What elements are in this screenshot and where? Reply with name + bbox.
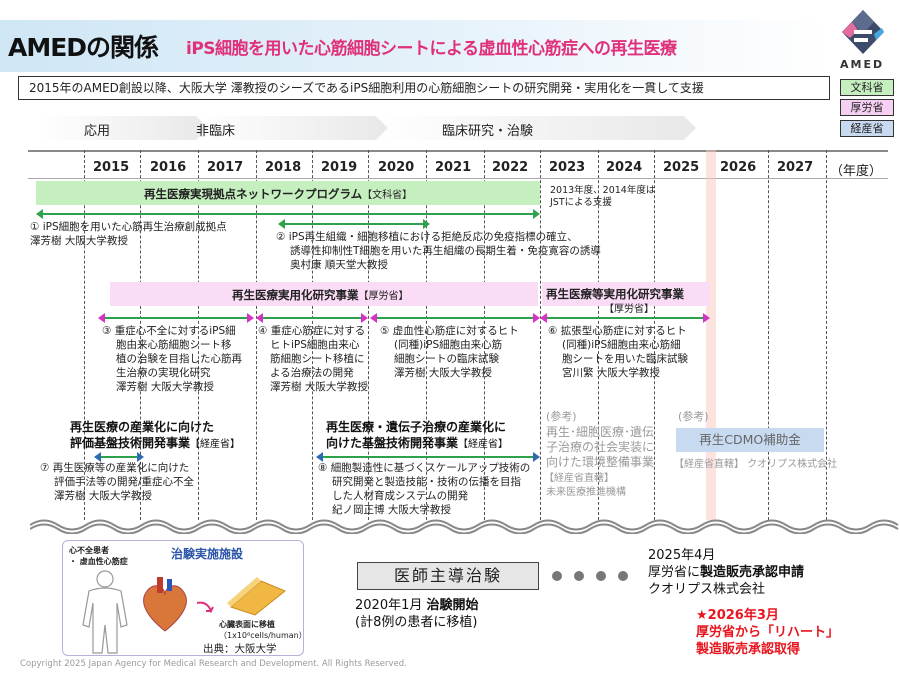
reference1-ministry: 【経産省直轄】 [544, 473, 614, 484]
reference2-footer: 【経産省直轄】 クオリプス株式会社 [674, 459, 838, 470]
grid-line [826, 150, 827, 520]
graft-label: 心臓表面に移植（1x10⁸cells/human） [219, 620, 307, 640]
year-2022: 2022 [492, 160, 529, 175]
project8: ⑧ 細胞製造性に基づくスケールアップ技術の 研究開発と製造技能・技術の伝播を目指… [318, 462, 531, 516]
trial-start: 2020年1月 治験開始 (計8例の患者に移植) [355, 598, 479, 630]
year-2023: 2023 [549, 160, 586, 175]
progress-dot [574, 571, 584, 581]
facility-source: 出典：大阪大学 [203, 643, 277, 655]
grid-line [598, 150, 599, 520]
reference1-title: 再生･細胞医療･遺伝子治療の社会実装に向けた環境整備事業 [546, 425, 655, 469]
progress-dot [618, 571, 628, 581]
year-2015: 2015 [93, 160, 130, 175]
mext-program-label: 再生医療実現拠点ネットワークプログラム【文科省】 [144, 187, 413, 201]
arrow-right-icon [196, 601, 214, 614]
grid-line [768, 150, 769, 520]
page-title: AMEDの関係 [8, 33, 159, 62]
project1: ① iPS細胞を用いた心筋再生治療創成拠点澤芳樹 大阪大学教授 [30, 221, 227, 247]
project7: ⑦ 再生医療等の産業化に向けた 評価手法等の開発/重症心不全 澤芳樹 大阪大学教… [40, 462, 195, 502]
year-unit: （年度） [830, 164, 883, 179]
legend-mext: 文科省 [840, 79, 894, 96]
amed-logo-icon [842, 10, 884, 54]
project5: ⑤ 虚血性心筋症に対するヒト (同種)iPS細胞由来心筋 細胞シートの臨床試験 … [380, 325, 519, 379]
mhlw-program2-label: 再生医療等実用化研究事業 [546, 287, 684, 301]
reference1-org: 未来医療推進機構 [546, 487, 626, 498]
year-2025: 2025 [663, 160, 700, 175]
grid-line [484, 150, 485, 520]
copyright: Copyright 2025 Japan Agency for Medical … [20, 659, 407, 669]
project4: ④ 重症心筋症に対する ヒトiPS細胞由来心 筋細胞シート移植に よる治療法の開… [258, 325, 368, 393]
year-2017: 2017 [207, 160, 244, 175]
reference1-label: (参考) [546, 410, 577, 423]
cell-sheet-icon [227, 577, 286, 616]
phase-clinical: 臨床研究・治験 [442, 124, 534, 139]
current-year-marker [706, 150, 716, 520]
cdmo-subsidy-box: 再生CDMO補助金 [676, 428, 824, 452]
project7-span-arrow [94, 452, 144, 462]
reference2-label: (参考) [678, 410, 709, 423]
phase-nonclinical: 非臨床 [196, 124, 236, 139]
patient-figure-icon [82, 570, 128, 654]
heart-icon [143, 577, 187, 632]
year-2024: 2024 [606, 160, 643, 175]
meti-program1-label: 再生医療の産業化に向けた 評価基盤技術開発事業【経産省】 [70, 420, 241, 450]
grid-line [540, 150, 541, 520]
project4-span-arrow [256, 313, 368, 323]
year-2020: 2020 [378, 160, 415, 175]
project6: ⑥ 拡張型心筋症に対するヒト (同種)iPS細胞由来心筋細 胞シートを用いた臨床… [548, 325, 688, 379]
legend-mhlw: 厚労省 [840, 99, 894, 116]
legend-meti: 経産省 [840, 120, 894, 137]
mhlw-program2-ministry: 【厚労省】 [604, 304, 654, 315]
year-2027: 2027 [777, 160, 814, 175]
grid-line [312, 150, 313, 520]
progress-dot [596, 571, 606, 581]
section-divider [30, 519, 899, 534]
facility-title: 治験実施施設 [171, 547, 244, 561]
facility-panel: 心不全患者・ 虚血性心筋症 治験実施施設 心臓表面に移植（1x10⁸cells/… [62, 540, 307, 656]
header-band [0, 20, 830, 72]
grid-line [426, 150, 427, 520]
timeline-top-line [28, 150, 888, 152]
project8-span-arrow [316, 452, 540, 462]
year-2026: 2026 [720, 160, 757, 175]
summary-text: 2015年のAMED創設以降、大阪大学 澤教授のシーズであるiPS細胞利用の心筋… [18, 76, 830, 100]
mhlw-program1-label: 再生医療実用化研究事業【厚労省】 [232, 288, 409, 302]
grid-line [654, 150, 655, 520]
grid-line [368, 150, 369, 520]
page-subtitle: iPS細胞を用いた心筋細胞シートによる虚血性心筋症への再生医療 [186, 39, 677, 59]
logo-text: AMED [840, 58, 885, 71]
grid-line [84, 150, 85, 520]
grid-line [198, 150, 199, 520]
phase-arrow [36, 116, 696, 140]
project3-span-arrow [98, 313, 254, 323]
meti-program2-label: 再生医療・遺伝子治療の産業化に 向けた基盤技術開発事業【経産省】 [326, 420, 509, 450]
year-2019: 2019 [321, 160, 358, 175]
phase-applied: 応用 [84, 124, 111, 139]
grid-line [256, 150, 257, 520]
project6-span-arrow [540, 313, 710, 323]
project5-span-arrow [370, 313, 540, 323]
mext-program-bar [36, 181, 540, 205]
project2-span-arrow [278, 219, 430, 229]
progress-dot [552, 571, 562, 581]
project2: ② iPS再生組織・細胞移植における拒絶反応の免疫指標の確立、 誘導性抑制性T細… [276, 231, 601, 271]
mhlw-program2-bar [542, 282, 710, 306]
timeline-bottom-line [28, 178, 888, 179]
approval-application: 2025年4月 厚労省に製造販売承認申請 クオリプス株式会社 [648, 548, 805, 597]
investigator-trial-box: 医師主導治験 [357, 562, 539, 590]
project1-span-arrow [36, 209, 540, 219]
year-2018: 2018 [265, 160, 302, 175]
mhlw-program1-bar [110, 282, 538, 306]
facility-patient-label: 心不全患者・ 虚血性心筋症 [69, 546, 128, 566]
grid-line [140, 150, 141, 520]
project3: ③ 重症心不全に対するiPS細 胞由来心筋細胞シート移 植の治験を目指した心筋再… [102, 325, 242, 393]
approval-obtained: ★2026年3月 厚労省から「リハート」 製造販売承認取得 [696, 608, 840, 657]
year-2016: 2016 [150, 160, 187, 175]
year-2021: 2021 [435, 160, 472, 175]
